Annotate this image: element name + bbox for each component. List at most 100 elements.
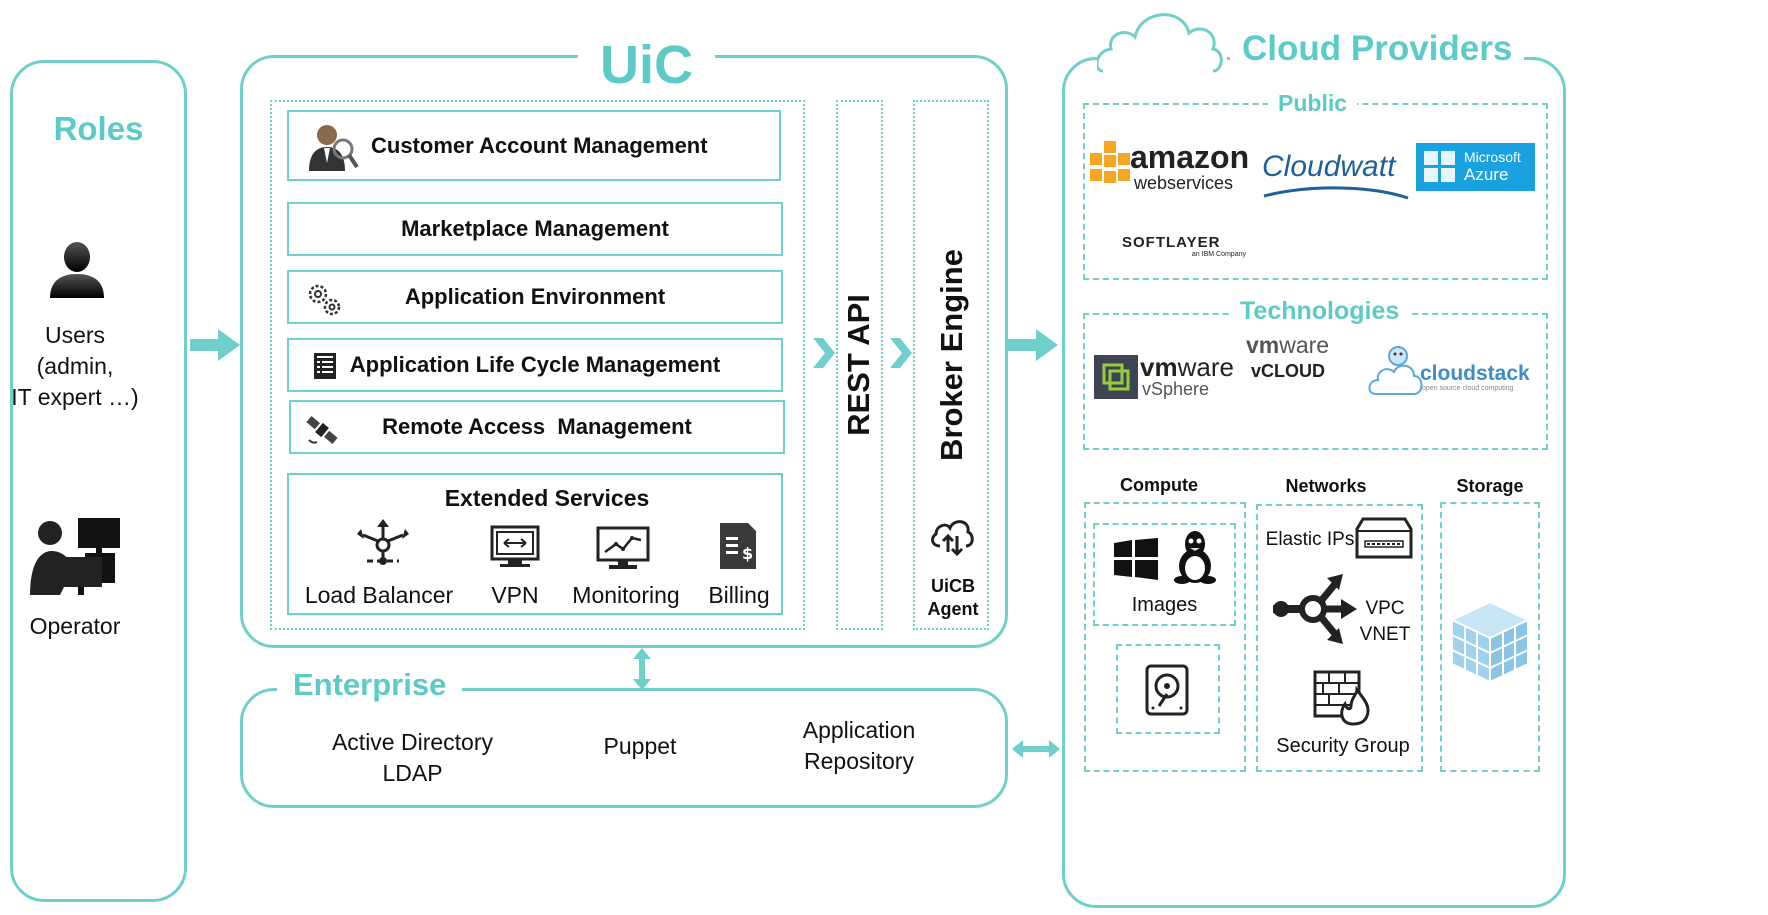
module-remote-access[interactable]: Remote Access Management: [289, 400, 785, 454]
storage-cube-icon: [1450, 600, 1530, 684]
satellite-icon: [305, 414, 339, 446]
storage-group: [1440, 502, 1540, 772]
billing-icon: $: [718, 521, 758, 571]
azure-logo-a: Microsoft: [1464, 149, 1521, 165]
application-repository-label: Application Repository: [780, 715, 938, 777]
softlayer-logo-text: SOFTLAYER: [1122, 234, 1221, 251]
vpc-vnet-label: VPC VNET: [1350, 596, 1420, 647]
module-app-environment[interactable]: Application Environment: [287, 270, 783, 324]
hard-disk-icon: [1145, 664, 1189, 716]
uic-modules-area: [270, 100, 805, 630]
application-repository-line2: Repository: [804, 748, 914, 775]
module-customer-account-label: Customer Account Management: [371, 132, 708, 158]
networks-title: Networks: [1285, 476, 1367, 496]
extended-services-box: [287, 473, 783, 615]
broker-engine-column: [913, 100, 989, 630]
images-box: [1093, 523, 1236, 626]
cloud-icon: [1097, 5, 1227, 75]
vmware-vsphere-logo: vmware vSphere: [1094, 352, 1239, 400]
users-label: Users (admin, IT expert …): [10, 320, 140, 413]
cloudstack-text: cloudstack: [1420, 362, 1530, 385]
compute-group: [1084, 502, 1246, 772]
users-label-line3: IT expert …): [11, 384, 139, 411]
amazon-logo-text: amazon: [1130, 139, 1250, 175]
security-group-label: Security Group: [1276, 735, 1410, 757]
cloud-sync-icon: [928, 512, 976, 560]
module-remote-access-label: Remote Access Management: [382, 414, 692, 439]
uicb-agent-line1: UiCB: [931, 576, 975, 596]
module-app-environment-label: Application Environment: [404, 284, 666, 309]
active-directory-label: Active Directory LDAP: [320, 727, 505, 789]
application-repository-line1: Application: [802, 717, 916, 743]
softlayer-logo-sub: an IBM Company: [1191, 251, 1246, 258]
svg-text:$: $: [742, 544, 753, 563]
linux-icon: [1172, 530, 1218, 584]
uic-enterprise-arrow: [633, 648, 651, 690]
router-icon: [1355, 517, 1413, 559]
firewall-icon: [1313, 668, 1371, 726]
broker-engine-label: Broker Engine: [933, 249, 969, 461]
user-search-icon: [307, 121, 359, 171]
vmware-logo-a: vm: [1140, 352, 1178, 382]
enterprise-cloud-arrow: [1012, 740, 1060, 758]
storage-title: Storage: [1456, 476, 1524, 496]
cloudstack-logo: cloudstack open source cloud computing: [1368, 340, 1530, 402]
vpn-label: VPN: [491, 582, 539, 608]
list-icon: [313, 352, 337, 380]
chevron-right-icon: [811, 338, 835, 368]
public-title: Public: [1268, 92, 1358, 115]
users-label-line1: Users: [44, 322, 106, 348]
cloudwatt-logo: Cloudwatt: [1262, 150, 1412, 202]
network-hub-icon: [1273, 572, 1357, 646]
active-directory-line2: LDAP: [382, 760, 443, 787]
vmware-vcloud-logo: vmware vCLOUD: [1246, 332, 1356, 382]
module-marketplace-label: Marketplace Management: [401, 216, 669, 241]
active-directory-line1: Active Directory: [331, 729, 494, 755]
uic-to-cloud-arrow: [1008, 327, 1058, 363]
extended-services-title: Extended Services: [444, 485, 650, 511]
vcloud-vm-b: ware: [1279, 332, 1330, 358]
load-balancer-icon: [357, 519, 409, 567]
module-customer-account[interactable]: Customer Account Management: [287, 110, 781, 181]
gears-icon: [305, 282, 343, 318]
user-icon: [48, 240, 106, 298]
vcloud-text: vCLOUD: [1251, 361, 1326, 381]
elastic-ips-label: Elastic IPs: [1265, 529, 1355, 550]
amazon-logo-sub: webservices: [1134, 173, 1234, 193]
networks-group: [1256, 504, 1423, 772]
vnet-label: VNET: [1359, 623, 1411, 645]
operator-icon: [30, 515, 122, 605]
vpc-label: VPC: [1365, 598, 1405, 619]
vpn-icon: [490, 525, 540, 569]
module-marketplace[interactable]: Marketplace Management: [287, 202, 783, 256]
load-balancer-label: Load Balancer: [304, 582, 454, 608]
module-app-lifecycle[interactable]: Application Life Cycle Management: [287, 338, 783, 392]
roles-title: Roles: [53, 110, 144, 147]
amazon-logo: amazon webservices: [1086, 137, 1250, 195]
module-app-lifecycle-label: Application Life Cycle Management: [349, 352, 721, 377]
softlayer-logo: SOFTLAYER an IBM Company: [1122, 234, 1252, 264]
images-label: Images: [1131, 594, 1198, 616]
cloudstack-sub: open source cloud computing: [1422, 385, 1514, 392]
cloudwatt-logo-a: Cloud: [1262, 150, 1341, 183]
rest-api-column: [836, 100, 883, 630]
enterprise-panel: [240, 688, 1008, 808]
users-label-line2: (admin,: [36, 353, 114, 380]
uic-title: UiC: [578, 38, 715, 92]
azure-logo-b: Azure: [1464, 165, 1509, 184]
disk-box: [1116, 644, 1220, 734]
billing-label: Billing: [708, 582, 770, 608]
puppet-label: Puppet: [603, 733, 677, 759]
roles-to-uic-arrow: [190, 327, 240, 363]
operator-label: Operator: [29, 613, 121, 639]
cloudwatt-logo-b: watt: [1340, 150, 1396, 183]
uicb-agent-line2: Agent: [927, 599, 979, 620]
cloud-providers-title: Cloud Providers: [1230, 31, 1525, 66]
monitoring-icon: [596, 526, 650, 570]
roles-panel: [10, 60, 187, 902]
chevron-right-icon: [888, 338, 912, 368]
vmware-logo-b: ware: [1177, 352, 1234, 382]
compute-title: Compute: [1120, 475, 1198, 495]
vcloud-vm-a: vm: [1246, 332, 1280, 358]
uicb-agent-label: UiCB Agent: [913, 575, 993, 622]
